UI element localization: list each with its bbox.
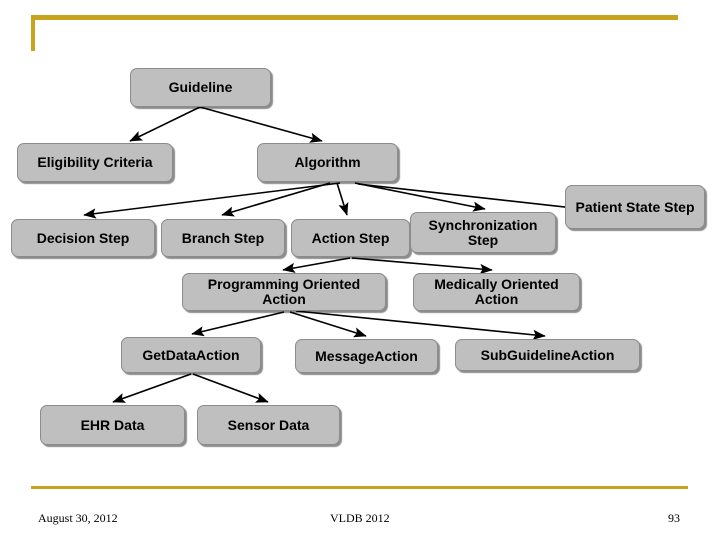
edge-algorithm-action-step bbox=[336, 182, 349, 216]
footer-page-number: 93 bbox=[668, 511, 680, 525]
edge-guideline-algorithm bbox=[199, 106, 323, 143]
edge-programming-oriented-action-get-data-action bbox=[191, 311, 285, 337]
node-label: Action Step bbox=[311, 229, 390, 246]
node-label: GetDataAction bbox=[142, 346, 240, 363]
footer-date: August 30, 2012 bbox=[38, 511, 118, 525]
node-label: Programming Oriented Action bbox=[207, 276, 361, 307]
node-label: Branch Step bbox=[181, 229, 265, 246]
edge-action-step-programming-oriented-action bbox=[282, 257, 351, 273]
node-ehr-data[interactable]: EHR Data bbox=[40, 405, 185, 445]
node-label: Decision Step bbox=[36, 229, 130, 246]
node-algorithm[interactable]: Algorithm bbox=[257, 143, 398, 182]
decorative-top-rule bbox=[31, 15, 678, 20]
node-label: Guideline bbox=[168, 79, 233, 96]
footer-conference: VLDB 2012 bbox=[330, 511, 390, 525]
node-sensor-data[interactable]: Sensor Data bbox=[197, 405, 340, 445]
edge-programming-oriented-action-message-action bbox=[289, 311, 367, 338]
edge-programming-oriented-action-sub-guideline-action bbox=[295, 310, 546, 340]
node-label: MessageAction bbox=[315, 347, 418, 364]
edge-get-data-action-ehr-data bbox=[112, 373, 192, 403]
node-decision-step[interactable]: Decision Step bbox=[11, 219, 155, 257]
node-label: Patient State Step bbox=[575, 198, 695, 215]
node-label: Synchronization Step bbox=[428, 216, 538, 248]
edge-guideline-eligibility-criteria bbox=[129, 106, 201, 142]
edge-algorithm-branch-step bbox=[221, 182, 331, 217]
node-get-data-action[interactable]: GetDataAction bbox=[121, 337, 261, 373]
node-medically-oriented-action[interactable]: Medically Oriented Action bbox=[413, 273, 580, 311]
node-label: Medically Oriented Action bbox=[434, 276, 559, 307]
node-label: SubGuidelineAction bbox=[480, 346, 615, 363]
node-guideline[interactable]: Guideline bbox=[130, 68, 271, 107]
node-eligibility-criteria[interactable]: Eligibility Criteria bbox=[17, 143, 173, 182]
edge-algorithm-decision-step bbox=[83, 182, 341, 219]
node-message-action[interactable]: MessageAction bbox=[295, 339, 438, 373]
edge-get-data-action-sensor-data bbox=[192, 373, 269, 403]
node-action-step[interactable]: Action Step bbox=[291, 219, 410, 257]
node-label: Sensor Data bbox=[227, 416, 310, 433]
edge-action-step-medically-oriented-action bbox=[351, 257, 493, 275]
footer-divider bbox=[31, 486, 688, 489]
node-label: Eligibility Criteria bbox=[37, 154, 153, 171]
node-programming-oriented-action[interactable]: Programming Oriented Action bbox=[182, 273, 386, 311]
node-patient-state-step[interactable]: Patient State Step bbox=[565, 185, 705, 229]
node-synchronization-step[interactable]: Synchronization Step bbox=[410, 212, 556, 253]
node-label: EHR Data bbox=[80, 416, 145, 433]
node-branch-step[interactable]: Branch Step bbox=[161, 219, 285, 257]
node-label: Algorithm bbox=[294, 154, 361, 171]
decorative-left-rule bbox=[31, 15, 35, 51]
edge-algorithm-synchronization-step bbox=[354, 182, 486, 212]
node-sub-guideline-action[interactable]: SubGuidelineAction bbox=[455, 339, 640, 371]
